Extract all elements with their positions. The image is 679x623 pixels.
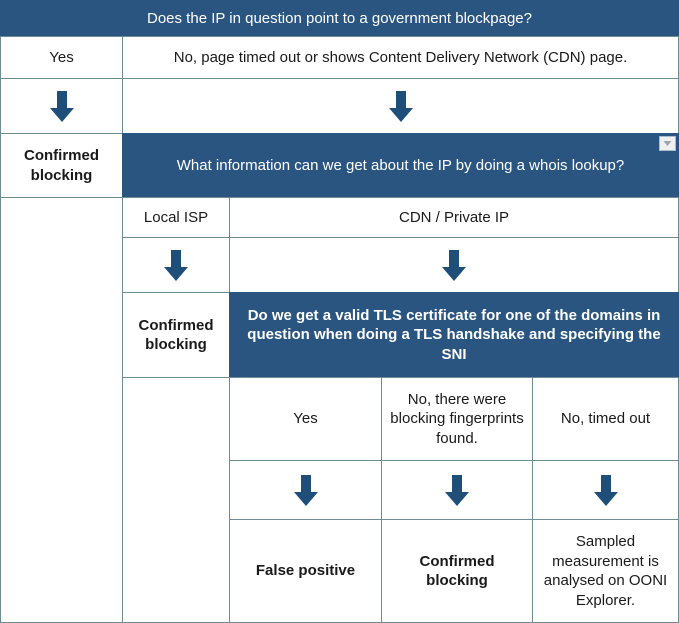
level2-local-isp-arrow-cell bbox=[122, 237, 230, 293]
level1-outcome-confirmed-blocking: Confirmed blocking bbox=[0, 133, 123, 198]
level1-yes-arrow-cell bbox=[0, 78, 123, 134]
combo-dropdown-button[interactable] bbox=[659, 136, 676, 151]
arrow-down-icon bbox=[388, 91, 413, 122]
left-spacer-cell bbox=[0, 197, 123, 623]
level3-answer-yes: Yes bbox=[229, 377, 382, 461]
level2-cdn-arrow-cell bbox=[229, 237, 679, 293]
level1-question: Does the IP in question point to a gover… bbox=[0, 0, 679, 37]
arrow-down-icon bbox=[442, 250, 466, 281]
level3-answer-fingerprints: No, there were blocking fingerprints fou… bbox=[381, 377, 533, 461]
level3-outcome-sampled-measurement: Sampled measurement is analysed on OONI … bbox=[532, 519, 679, 623]
level2-answer-local-isp: Local ISP bbox=[122, 197, 230, 238]
level3-question: Do we get a valid TLS certificate for on… bbox=[229, 292, 679, 378]
level3-outcome-confirmed-blocking: Confirmed blocking bbox=[381, 519, 533, 623]
arrow-down-icon bbox=[445, 475, 469, 506]
arrow-down-icon bbox=[593, 475, 618, 506]
level2-answer-cdn: CDN / Private IP bbox=[229, 197, 679, 238]
level3-answer-timeout: No, timed out bbox=[532, 377, 679, 461]
level3-timeout-arrow-cell bbox=[532, 460, 679, 520]
level2-question: What information can we get about the IP… bbox=[122, 133, 679, 198]
level1-answer-yes: Yes bbox=[0, 36, 123, 79]
chevron-down-icon bbox=[663, 141, 672, 146]
level1-answer-no: No, page timed out or shows Content Deli… bbox=[122, 36, 679, 79]
arrow-down-icon bbox=[164, 250, 188, 281]
level2-spacer-cell bbox=[122, 377, 230, 623]
level3-fingerprints-arrow-cell bbox=[381, 460, 533, 520]
level1-no-arrow-cell bbox=[122, 78, 679, 134]
arrow-down-icon bbox=[49, 91, 74, 122]
level3-outcome-false-positive: False positive bbox=[229, 519, 382, 623]
level3-yes-arrow-cell bbox=[229, 460, 382, 520]
level2-outcome-confirmed-blocking: Confirmed blocking bbox=[122, 292, 230, 378]
arrow-down-icon bbox=[293, 475, 318, 506]
